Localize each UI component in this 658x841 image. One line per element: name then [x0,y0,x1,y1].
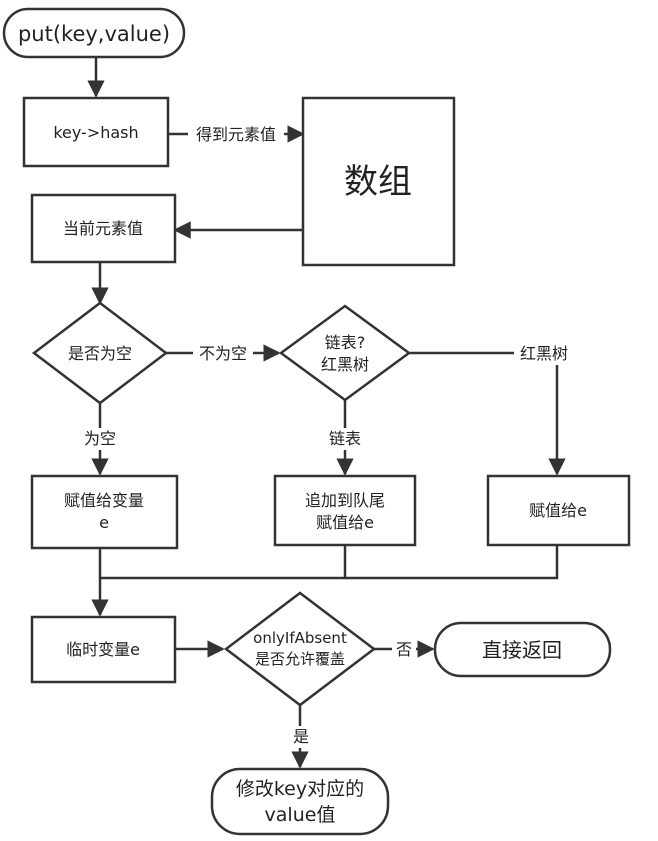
only-if-absent-decision [223,591,377,707]
array-node [301,96,456,267]
modify-label-1: 修改key对应的 [236,778,364,800]
hash-label: key->hash [53,123,138,142]
assign-var-label-1: 赋值给变量 [64,491,144,510]
edge-label-linked-list: 链表 [329,429,361,448]
edge-label-yes: 是 [293,727,309,746]
temp-var-node [30,615,177,684]
assign-e-node [486,474,631,547]
append-tail-label-1: 追加到队尾 [305,491,385,510]
edge-label-red-black-tree: 红黑树 [520,344,568,363]
only-if-absent-label-2: 是否允许覆盖 [255,650,345,668]
assign-var-label-2: e [99,513,109,532]
list-tree-label-2: 红黑树 [321,355,369,374]
list-tree-decision [278,304,412,402]
return-node [433,621,612,678]
return-label: 直接返回 [482,638,562,662]
temp-var-label: 临时变量e [66,640,140,659]
assign-var-node [30,474,179,550]
append-tail-label-2: 赋值给e [316,513,374,532]
current-node [30,193,177,264]
edge-label-get-element: 得到元素值 [196,125,276,144]
only-if-absent-label-1: onlyIfAbsent [253,629,347,647]
edge-listtree-assigne [409,351,566,476]
modify-node [210,767,390,836]
list-tree-label-1: 链表? [325,333,366,352]
edge-label-no: 否 [396,640,412,659]
modify-label-2: value值 [265,804,336,826]
edge-append-merge [100,545,347,580]
array-label: 数组 [344,162,412,202]
hash-node [22,96,170,168]
append-tail-node [273,474,417,547]
current-label: 当前元素值 [63,219,143,238]
assign-e-label: 赋值给e [529,501,587,520]
is-empty-decision [31,301,169,405]
edge-label-not-empty: 不为空 [199,344,247,363]
edge-assigne-merge [345,545,559,580]
start-label: put(key,value) [18,22,170,46]
start-node [2,7,186,59]
edge-label-empty: 为空 [84,429,116,448]
is-empty-label: 是否为空 [68,344,132,363]
